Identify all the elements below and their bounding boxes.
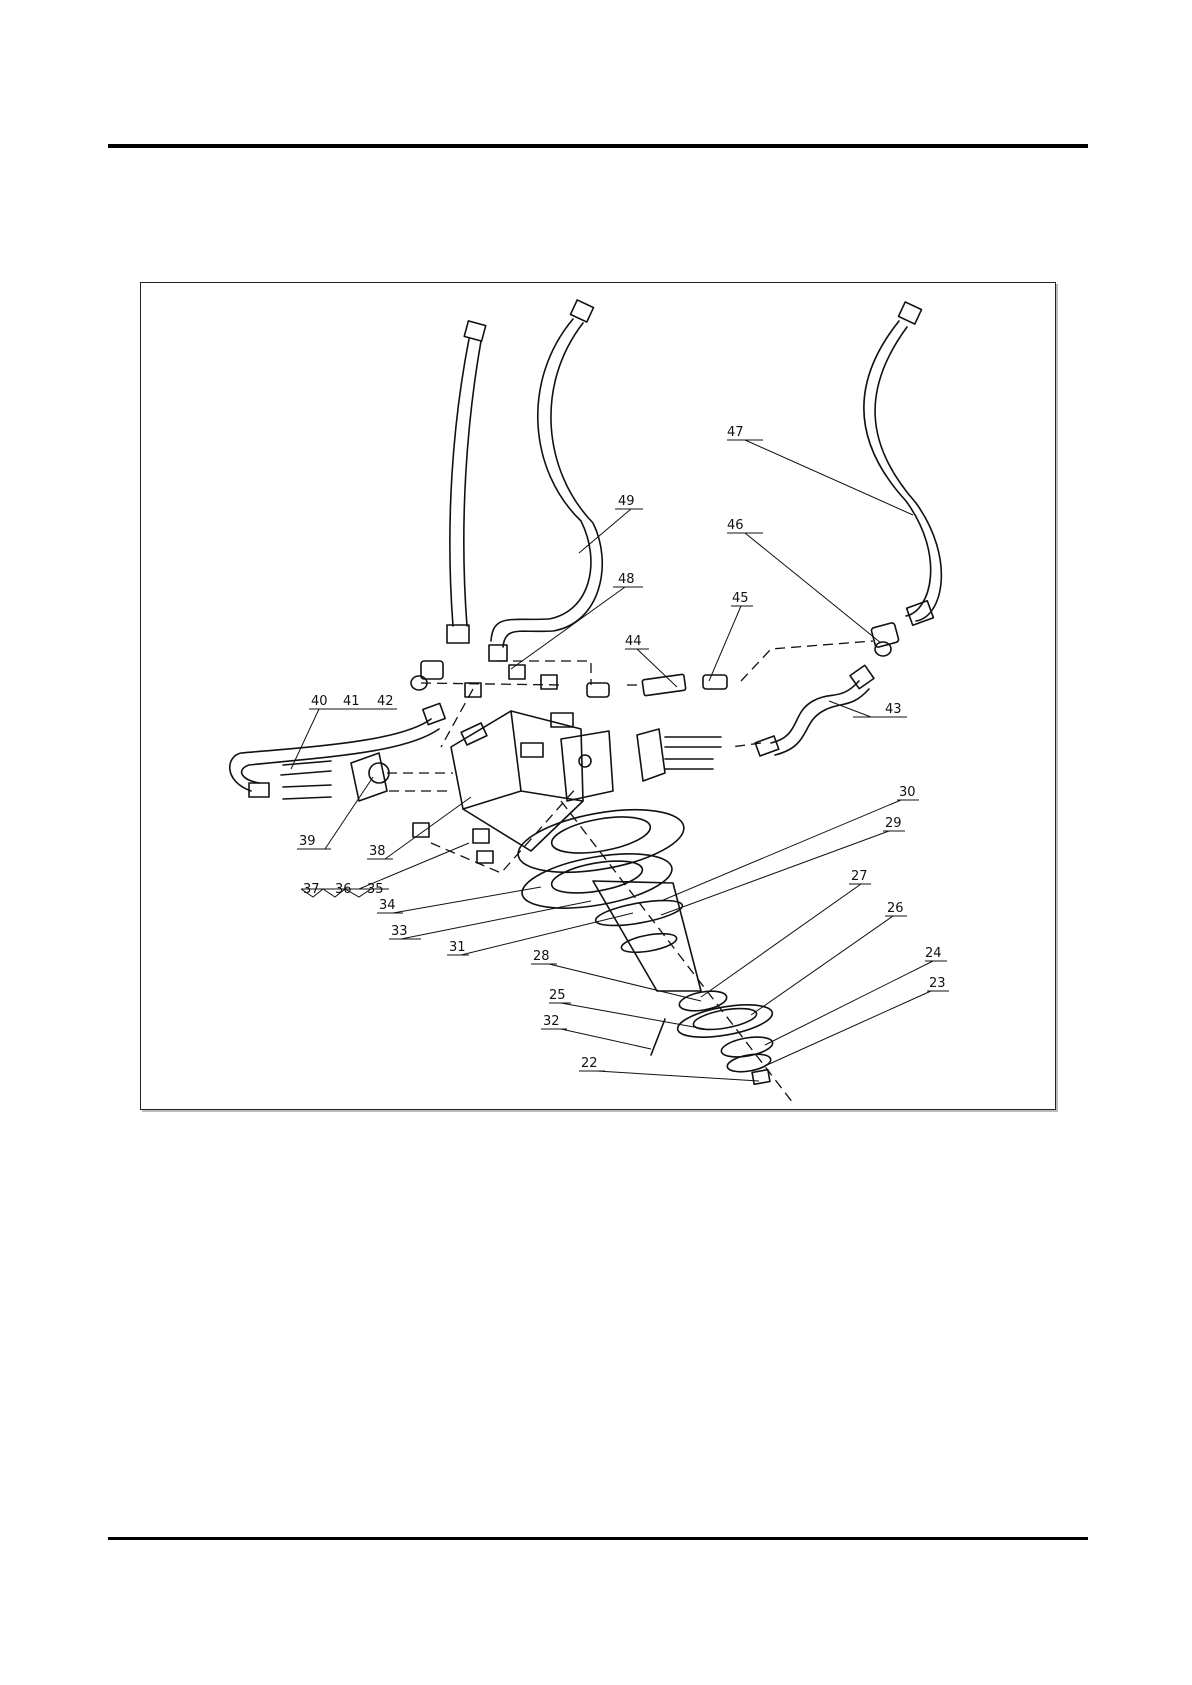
callout-36: 36 bbox=[335, 882, 352, 897]
pin-32 bbox=[651, 1019, 665, 1055]
hose-43 bbox=[755, 665, 874, 756]
elbow-fittings bbox=[411, 622, 899, 697]
callout-42: 42 bbox=[377, 694, 394, 709]
callout-25: 25 bbox=[549, 988, 566, 1003]
exploded-parts-diagram: 47 49 46 48 45 44 40 41 42 43 39 38 30 2… bbox=[140, 282, 1056, 1110]
connector-44-45 bbox=[587, 674, 727, 697]
callout-43: 43 bbox=[885, 702, 902, 717]
hose-49 bbox=[489, 300, 602, 661]
callout-24: 24 bbox=[925, 946, 942, 961]
callout-29: 29 bbox=[885, 816, 902, 831]
hose-left-upper bbox=[447, 321, 486, 643]
shaft-31 bbox=[593, 881, 701, 991]
callout-33: 33 bbox=[391, 924, 408, 939]
callout-27: 27 bbox=[851, 869, 868, 884]
callout-31: 31 bbox=[449, 940, 466, 955]
callout-48: 48 bbox=[618, 572, 635, 587]
callout-46: 46 bbox=[727, 518, 744, 533]
callout-28: 28 bbox=[533, 949, 550, 964]
bolts-35-36-37 bbox=[413, 823, 493, 863]
callout-22: 22 bbox=[581, 1056, 598, 1071]
header-rule bbox=[108, 144, 1088, 148]
callout-30: 30 bbox=[899, 785, 916, 800]
callout-26: 26 bbox=[887, 901, 904, 916]
housing-38 bbox=[451, 711, 613, 851]
leader-lines bbox=[291, 440, 949, 1081]
callout-45: 45 bbox=[732, 591, 749, 606]
callout-34: 34 bbox=[379, 898, 396, 913]
callout-47: 47 bbox=[727, 425, 744, 440]
callout-38: 38 bbox=[369, 844, 386, 859]
callout-32: 32 bbox=[543, 1014, 560, 1029]
side-plate-right bbox=[637, 729, 721, 781]
callout-41: 41 bbox=[343, 694, 360, 709]
callout-44: 44 bbox=[625, 634, 642, 649]
seal-rings bbox=[675, 988, 774, 1084]
diagram-drawing: 47 49 46 48 45 44 40 41 42 43 39 38 30 2… bbox=[141, 283, 1056, 1110]
callout-23: 23 bbox=[929, 976, 946, 991]
hose-left-lower bbox=[230, 703, 445, 797]
callout-49: 49 bbox=[618, 494, 635, 509]
callout-37: 37 bbox=[303, 882, 320, 897]
hose-47 bbox=[864, 302, 942, 625]
footer-rule bbox=[108, 1537, 1088, 1540]
callout-40: 40 bbox=[311, 694, 328, 709]
assembly-lines bbox=[387, 641, 873, 1103]
callout-35: 35 bbox=[367, 882, 384, 897]
callout-39: 39 bbox=[299, 834, 316, 849]
